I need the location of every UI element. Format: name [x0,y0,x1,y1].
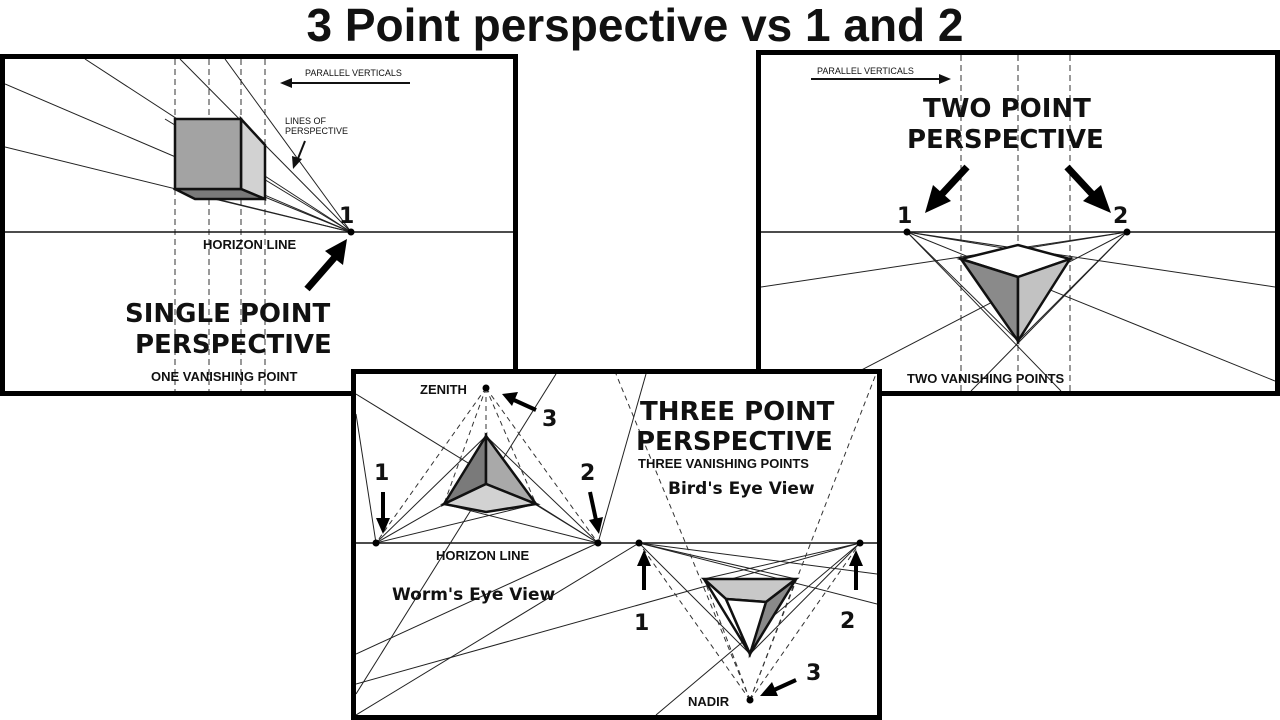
right-point-2-number: 2 [840,609,855,634]
left-vanishing-point-2 [594,539,602,547]
slide-title: 3 Point perspective vs 1 and 2 [306,0,964,51]
single-point-title-1: SINGLE POINT [125,299,330,329]
parallel-verticals-label: PARALLEL VERTICALS [817,66,914,76]
arrow-to-point-2 [1064,164,1111,213]
two-point-subtitle: TWO VANISHING POINTS [907,371,1065,386]
left-point-1-number: 1 [374,461,389,486]
vanishing-point-arrow [304,239,347,292]
nadir-point [746,696,754,704]
two-point-title-2: PERSPECTIVE [907,125,1104,155]
parallel-verticals-arrow [811,74,951,84]
three-point-diagram: ZENITH 3 1 2 HORIZON LINE Worm's Eye Vie… [356,374,877,715]
left-arrow-2 [588,491,603,534]
three-point-title-2: PERSPECTIVE [636,427,833,457]
lines-of-perspective-label-2: PERSPECTIVE [285,126,348,136]
right-arrow-2 [849,550,863,590]
birds-eye-label: Bird's Eye View [668,479,815,499]
two-point-panel: PARALLEL VERTICALS TWO POINT PERSPECTIVE… [756,50,1280,396]
lines-of-perspective-label-1: LINES OF [285,116,327,126]
lines-of-perspective-arrow [292,140,306,169]
zenith-label: ZENITH [420,382,467,397]
point-1-number: 1 [897,204,912,229]
cube [173,115,267,201]
left-arrow-1 [376,492,390,534]
vanishing-point-2 [1123,228,1131,236]
horizon-line-label: HORIZON LINE [436,548,529,563]
three-point-title-1: THREE POINT [640,397,835,427]
point-2-number: 2 [1113,204,1128,229]
cube [956,243,1075,346]
right-point-3-number: 3 [806,661,821,686]
vanishing-point-1 [903,228,911,236]
worms-eye-label: Worm's Eye View [392,585,556,605]
zenith-arrow [502,392,537,412]
right-point-1-number: 1 [634,611,649,636]
single-point-panel: PARALLEL VERTICALS LINES OF PERSPECTIVE … [0,54,518,396]
two-point-title-1: TWO POINT [923,94,1091,124]
single-point-title-2: PERSPECTIVE [135,330,332,360]
left-vanishing-point-1 [372,539,380,547]
three-point-subtitle: THREE VANISHING POINTS [638,456,809,471]
horizon-line-label: HORIZON LINE [203,237,296,252]
birds-eye-cube [700,577,800,659]
left-point-3-number: 3 [542,407,557,432]
vanishing-point [347,228,355,236]
nadir-label: NADIR [688,694,730,709]
left-point-2-number: 2 [580,461,595,486]
nadir-arrow [760,678,797,696]
two-point-diagram: PARALLEL VERTICALS TWO POINT PERSPECTIVE… [761,55,1275,391]
parallel-verticals-label: PARALLEL VERTICALS [305,68,402,78]
single-point-subtitle: ONE VANISHING POINT [151,369,297,384]
nadir-lines [615,374,877,701]
parallel-verticals-arrow [280,78,410,88]
arrow-to-point-1 [925,164,970,213]
vanishing-point-number: 1 [339,204,354,229]
zenith-point [482,384,490,392]
three-point-panel: ZENITH 3 1 2 HORIZON LINE Worm's Eye Vie… [351,369,882,720]
single-point-diagram: PARALLEL VERTICALS LINES OF PERSPECTIVE … [5,59,513,391]
right-vanishing-point-1 [635,539,643,547]
worms-eye-cube [440,431,541,514]
right-vanishing-point-2 [856,539,864,547]
right-arrow-1 [637,550,651,590]
